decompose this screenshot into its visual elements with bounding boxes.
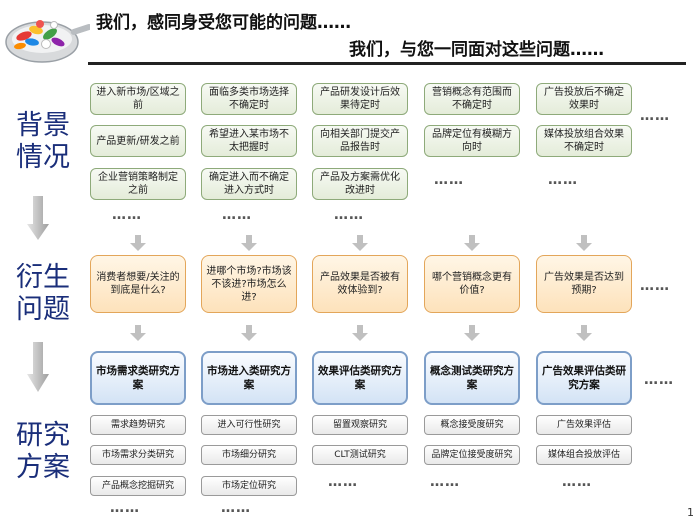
down-arrow-icon [464,325,480,341]
question-box: 广告效果是否达到预期? [536,255,632,313]
sub-study-box: 概念接受度研究 [424,415,520,435]
down-arrow-icon [241,325,257,341]
background-box: 确定进入而不确定进入方式时 [201,168,297,200]
side-down-arrow-icon [27,342,49,396]
down-arrow-icon [352,325,368,341]
side-down-arrow-icon [27,196,49,244]
sub-study-box: 媒体组合投放评估 [536,445,632,465]
ellipsis: …… [640,108,670,124]
ellipsis: …… [644,372,674,388]
title-divider [88,62,686,65]
ellipsis: …… [562,474,592,490]
down-arrow-icon [130,325,146,341]
sub-study-box: 市场细分研究 [201,445,297,465]
background-box: 进入新市场/区域之前 [90,83,186,115]
question-box: 哪个营销概念更有价值? [424,255,520,313]
background-box: 面临多类市场选择不确定时 [201,83,297,115]
page-title-line2: 我们，与您一同面对这些问题…… [349,40,604,60]
background-box: 品牌定位有模糊方向时 [424,125,520,157]
solution-box: 市场需求类研究方案 [90,351,186,405]
down-arrow-icon [352,235,368,251]
down-arrow-icon [464,235,480,251]
ellipsis: …… [430,474,460,490]
ellipsis: …… [334,207,364,223]
ellipsis: …… [112,207,142,223]
solution-box: 市场进入类研究方案 [201,351,297,405]
sub-study-box: 品牌定位接受度研究 [424,445,520,465]
page-number: 1 [687,506,694,519]
side-label-research: 研究方案 [16,420,70,483]
ellipsis: …… [640,278,670,294]
background-box: 希望进入某市场不太把握时 [201,125,297,157]
background-box: 广告投放后不确定效果时 [536,83,632,115]
background-box: 产品更新/研发之前 [90,125,186,157]
sub-study-box: 进入可行性研究 [201,415,297,435]
pill-spoon-image [2,2,92,64]
sub-study-box: CLT测试研究 [312,445,408,465]
sub-study-box: 需求趋势研究 [90,415,186,435]
sub-study-box: 市场需求分类研究 [90,445,186,465]
background-box: 媒体投放组合效果不确定时 [536,125,632,157]
page-title-line1: 我们，感同身受您可能的问题…… [96,13,351,33]
solution-box: 效果评估类研究方案 [312,351,408,405]
solution-box: 概念测试类研究方案 [424,351,520,405]
side-label-background: 背景情况 [16,110,70,173]
ellipsis: …… [221,500,251,516]
sub-study-box: 产品概念挖掘研究 [90,476,186,496]
sub-study-box: 市场定位研究 [201,476,297,496]
solution-box: 广告效果评估类研究方案 [536,351,632,405]
down-arrow-icon [576,325,592,341]
down-arrow-icon [576,235,592,251]
ellipsis: …… [222,207,252,223]
question-box: 进哪个市场?市场该不该进?市场怎么进? [201,255,297,313]
background-box: 向相关部门提交产品报告时 [312,125,408,157]
sub-study-box: 留置观察研究 [312,415,408,435]
question-box: 产品效果是否被有效体验到? [312,255,408,313]
background-box: 营销概念有范围而不确定时 [424,83,520,115]
question-box: 消费者想要/关注的到底是什么? [90,255,186,313]
background-box: 产品及方案需优化改进时 [312,168,408,200]
ellipsis: …… [328,474,358,490]
ellipsis: …… [110,500,140,516]
background-box: 产品研发设计后效果待定时 [312,83,408,115]
background-box: 企业营销策略制定之前 [90,168,186,200]
sub-study-box: 广告效果评估 [536,415,632,435]
down-arrow-icon [241,235,257,251]
ellipsis: …… [434,172,464,188]
side-label-derived: 衍生问题 [16,262,70,325]
ellipsis: …… [548,172,578,188]
down-arrow-icon [130,235,146,251]
